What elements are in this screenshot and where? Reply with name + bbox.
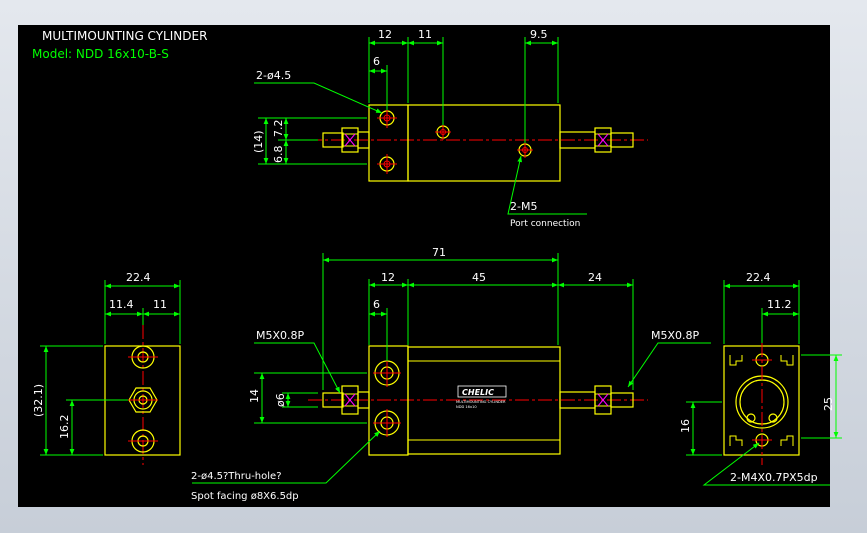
dim-phi6: ø6 bbox=[274, 393, 287, 407]
dim-6-front: 6 bbox=[373, 298, 380, 311]
hole-note-top: 2-ø4.5 bbox=[256, 69, 291, 82]
right-end-view: 22.4 11.2 25 16 2-M4X0.7PX5dp bbox=[679, 271, 842, 486]
model-label: Model: NDD 16x10-B-S bbox=[32, 47, 169, 61]
plate-line-1: MULTIMOUNTING CYLINDER bbox=[456, 400, 506, 404]
dim-6-top: 6 bbox=[373, 55, 380, 68]
port-desc: Port connection bbox=[510, 219, 580, 229]
dim-22-4-left: 22.4 bbox=[126, 271, 151, 284]
front-view: CHELIC MULTIMOUNTING CYLINDER NDD 16x10 bbox=[191, 246, 711, 502]
thread-note-left: M5X0.8P bbox=[256, 329, 305, 342]
dim-16-2: 16.2 bbox=[58, 415, 71, 440]
m4-thread-note: 2-M4X0.7PX5dp bbox=[730, 471, 818, 484]
dim-11-top: 11 bbox=[418, 28, 432, 41]
dim-12-front: 12 bbox=[381, 271, 395, 284]
plate-line-2: NDD 16x10 bbox=[456, 405, 477, 409]
top-body bbox=[407, 104, 561, 182]
dim-22-4-right: 22.4 bbox=[746, 271, 771, 284]
dim-16-right: 16 bbox=[679, 419, 692, 433]
drawing-title: MULTIMOUNTING CYLINDER bbox=[42, 29, 207, 43]
top-flange bbox=[368, 104, 409, 182]
port-note: 2-M5 bbox=[510, 200, 537, 213]
spot-facing-note: Spot facing ø8X6.5dp bbox=[191, 491, 299, 502]
thru-hole-note: 2-ø4.5?Thru-hole? bbox=[191, 471, 282, 482]
thread-note-right: M5X0.8P bbox=[651, 329, 700, 342]
dim-24: 24 bbox=[588, 271, 602, 284]
cad-canvas[interactable]: MULTIMOUNTING CYLINDER Model: NDD 16x10-… bbox=[18, 25, 842, 507]
dim-71: 71 bbox=[432, 246, 446, 259]
nameplate bbox=[457, 385, 507, 398]
top-view: 12 11 9.5 6 2-ø4.5 2-M5 Port connection … bbox=[252, 28, 648, 229]
dim-9-5-top: 9.5 bbox=[530, 28, 548, 41]
dim-7-2-top: 7.2 bbox=[272, 120, 285, 138]
dim-11-2: 11.2 bbox=[767, 298, 792, 311]
left-end-view: 22.4 11.4 11 (32.1) 16.2 bbox=[32, 271, 181, 465]
dim-12-top: 12 bbox=[378, 28, 392, 41]
dim-6-8-top: 6.8 bbox=[272, 146, 285, 164]
dim-11-4: 11.4 bbox=[109, 298, 134, 311]
dim-25: 25 bbox=[822, 397, 835, 411]
dim-45: 45 bbox=[472, 271, 486, 284]
cad-drawing: MULTIMOUNTING CYLINDER Model: NDD 16x10-… bbox=[32, 28, 842, 502]
dim-11-left: 11 bbox=[153, 298, 167, 311]
dim-14-front: 14 bbox=[248, 389, 261, 403]
dim-14-top: (14) bbox=[252, 130, 265, 153]
dim-32-1: (32.1) bbox=[32, 384, 45, 417]
brand-logo: CHELIC bbox=[462, 388, 494, 397]
